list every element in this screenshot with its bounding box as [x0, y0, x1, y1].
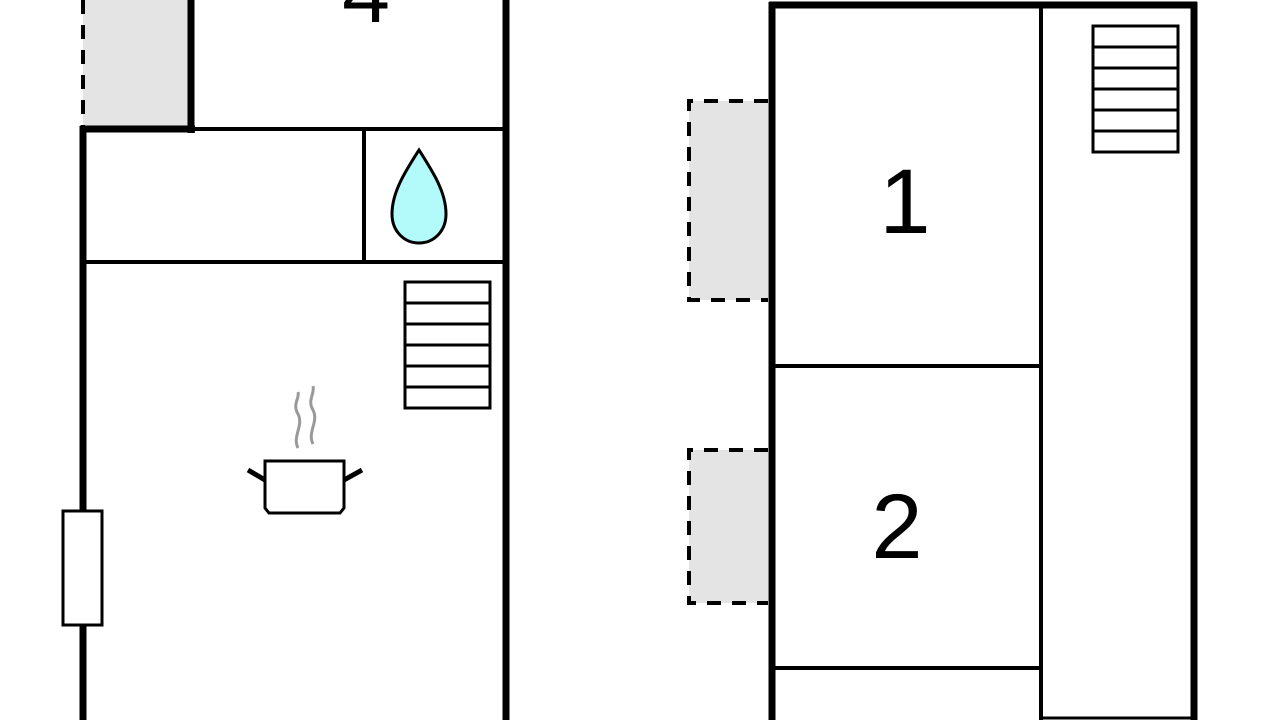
balcony-1-dashed-edge [687, 99, 768, 302]
upper-floor: 1 2 [687, 1, 1198, 720]
water-drop-icon [390, 147, 448, 245]
stairs-icon [1091, 24, 1180, 154]
terrace-top-left [83, 0, 189, 126]
room-label-2: 2 [871, 476, 922, 578]
room-label-4: 4 [342, 0, 390, 41]
window [61, 509, 104, 627]
balcony-1 [689, 101, 768, 300]
cooking-pot-icon [246, 385, 364, 515]
stairs-icon [403, 280, 492, 410]
ground-floor: 4 [61, 0, 510, 720]
balcony-2-dashed-edge [687, 448, 768, 605]
balcony-2 [689, 450, 768, 603]
room-label-1: 1 [879, 151, 930, 253]
